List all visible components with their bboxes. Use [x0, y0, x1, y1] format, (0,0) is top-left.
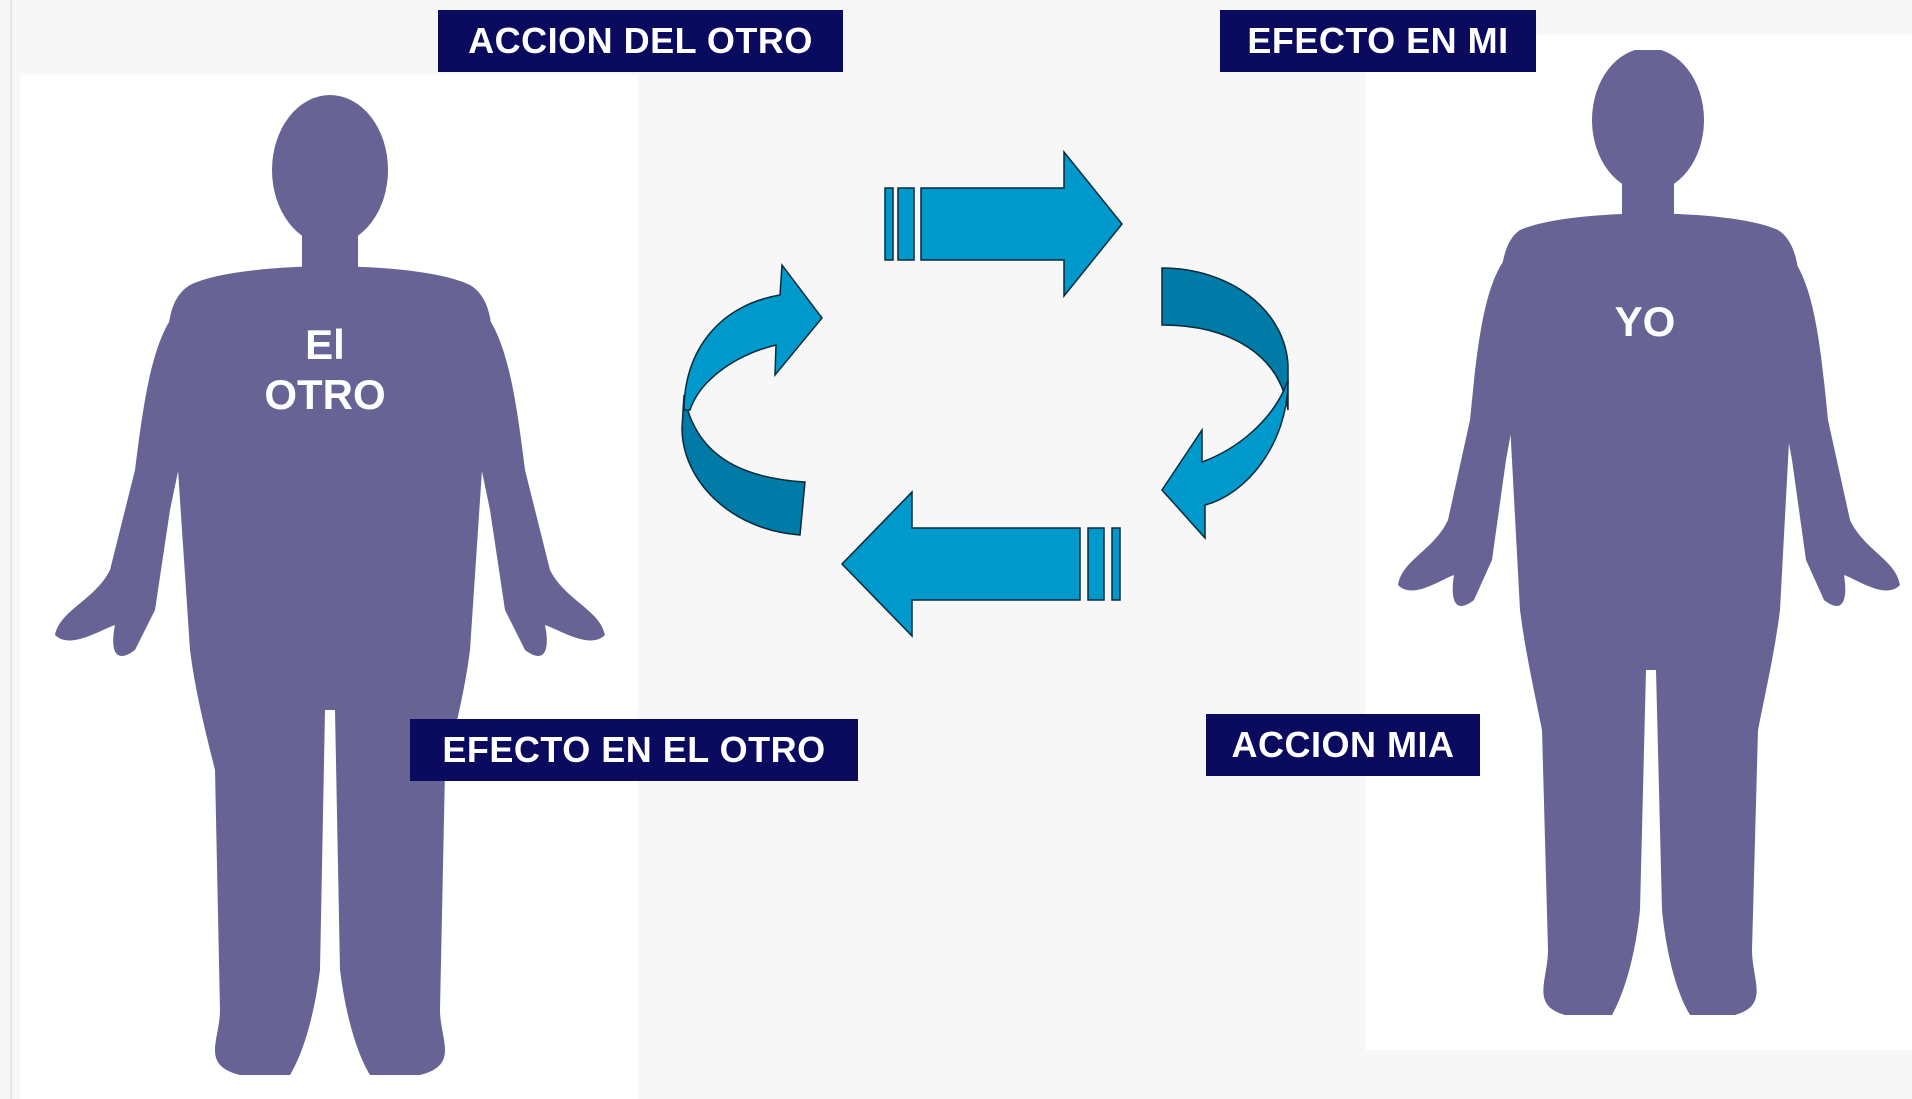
left-arrow-icon [840, 490, 1121, 638]
right-arrow-icon [884, 149, 1123, 299]
yo-label: YO [1614, 298, 1676, 345]
left-border [10, 0, 12, 1099]
efecto-en-mi-label: EFECTO EN MI [1220, 10, 1536, 72]
curved-arrow-down-icon [1161, 267, 1289, 540]
accion-del-otro-label: ACCION DEL OTRO [438, 10, 843, 72]
el-otro-line2: OTRO [264, 371, 386, 418]
el-otro-label: El OTRO [240, 320, 410, 420]
curved-arrow-up-icon [681, 262, 823, 536]
efecto-en-el-otro-label: EFECTO EN EL OTRO [410, 719, 858, 781]
el-otro-line1: El [305, 321, 345, 368]
person-silhouette-icon [55, 95, 605, 1075]
person-silhouette-icon [1398, 50, 1900, 1015]
accion-mia-label: ACCION MIA [1206, 714, 1480, 776]
cycle-diagram [681, 149, 1289, 638]
